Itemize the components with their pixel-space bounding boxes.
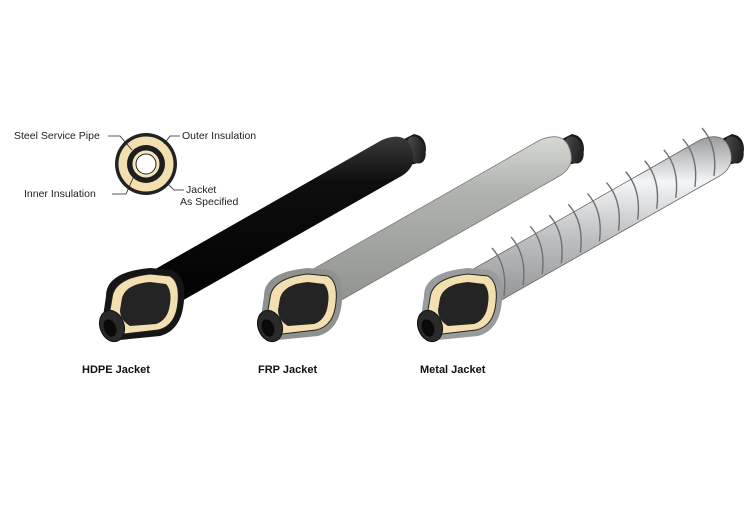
near-end-core (438, 282, 489, 326)
hdpe-pipe (98, 134, 426, 343)
leader-inner-insulation (112, 175, 135, 195)
metal-pipe (416, 127, 744, 343)
steel-pipe-bore (103, 319, 117, 337)
jacket-body (108, 136, 414, 316)
pipe-bore (135, 153, 157, 175)
leader-jacket (167, 183, 184, 191)
label-steel-service-pipe: Steel Service Pipe (14, 130, 100, 142)
cross-section (108, 133, 184, 195)
leader-steel-pipe (108, 135, 133, 151)
label-jacket: Jacket (186, 184, 217, 196)
label-outer-insulation: Outer Insulation (182, 130, 257, 142)
caption-metal-jacket: Metal Jacket (420, 364, 486, 376)
caption-frp-jacket: FRP Jacket (258, 364, 318, 376)
spiral-band (625, 171, 640, 220)
spiral-band (529, 225, 544, 275)
spiral-band (682, 138, 697, 188)
spiral-band (644, 160, 659, 209)
near-end-core (278, 282, 329, 326)
spiral-band (548, 214, 563, 264)
label-as-specified: As Specified (180, 196, 239, 208)
spiral-band (663, 149, 678, 198)
spiral-band (586, 192, 601, 242)
caption-hdpe-jacket: HDPE Jacket (82, 364, 150, 376)
spiral-band (510, 236, 525, 286)
steel-pipe-bore (261, 319, 275, 337)
spiral-band (491, 247, 506, 297)
spiral-bands (491, 127, 716, 297)
spiral-band (567, 203, 582, 253)
near-end-core (120, 282, 171, 326)
label-inner-insulation: Inner Insulation (24, 188, 96, 200)
spiral-band (606, 182, 620, 231)
leader-outer-insulation (163, 135, 180, 145)
spiral-band (701, 127, 716, 177)
steel-pipe-bore (421, 319, 435, 337)
frp-pipe (256, 134, 584, 343)
